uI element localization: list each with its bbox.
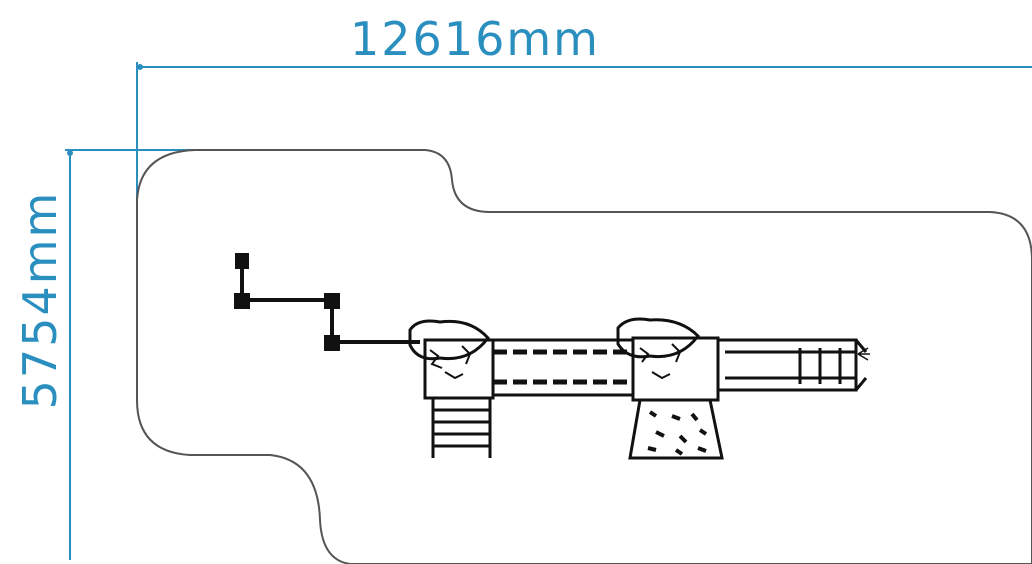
- right-tower-pattern: [639, 343, 682, 380]
- ladder: [431, 398, 492, 458]
- safety-zone-outline: [136, 149, 1032, 564]
- height-dimension: 5754mm: [13, 149, 200, 560]
- playground-equipment: [234, 253, 870, 460]
- left-tower-pattern: [429, 345, 472, 380]
- left-tower-deck: [423, 338, 495, 400]
- height-dimension-label: 5754mm: [13, 191, 67, 410]
- bridge: [491, 338, 635, 397]
- width-dimension-arrow: [137, 64, 143, 70]
- climbing-holds: [647, 410, 708, 456]
- slide: [716, 338, 868, 392]
- height-dimension-arrow: [67, 150, 73, 156]
- width-dimension-label: 12616mm: [350, 12, 600, 66]
- climbing-wall: [628, 398, 724, 460]
- slide-end-mark: [857, 347, 870, 361]
- post-track: [234, 253, 420, 351]
- width-dimension: 12616mm: [136, 12, 1032, 200]
